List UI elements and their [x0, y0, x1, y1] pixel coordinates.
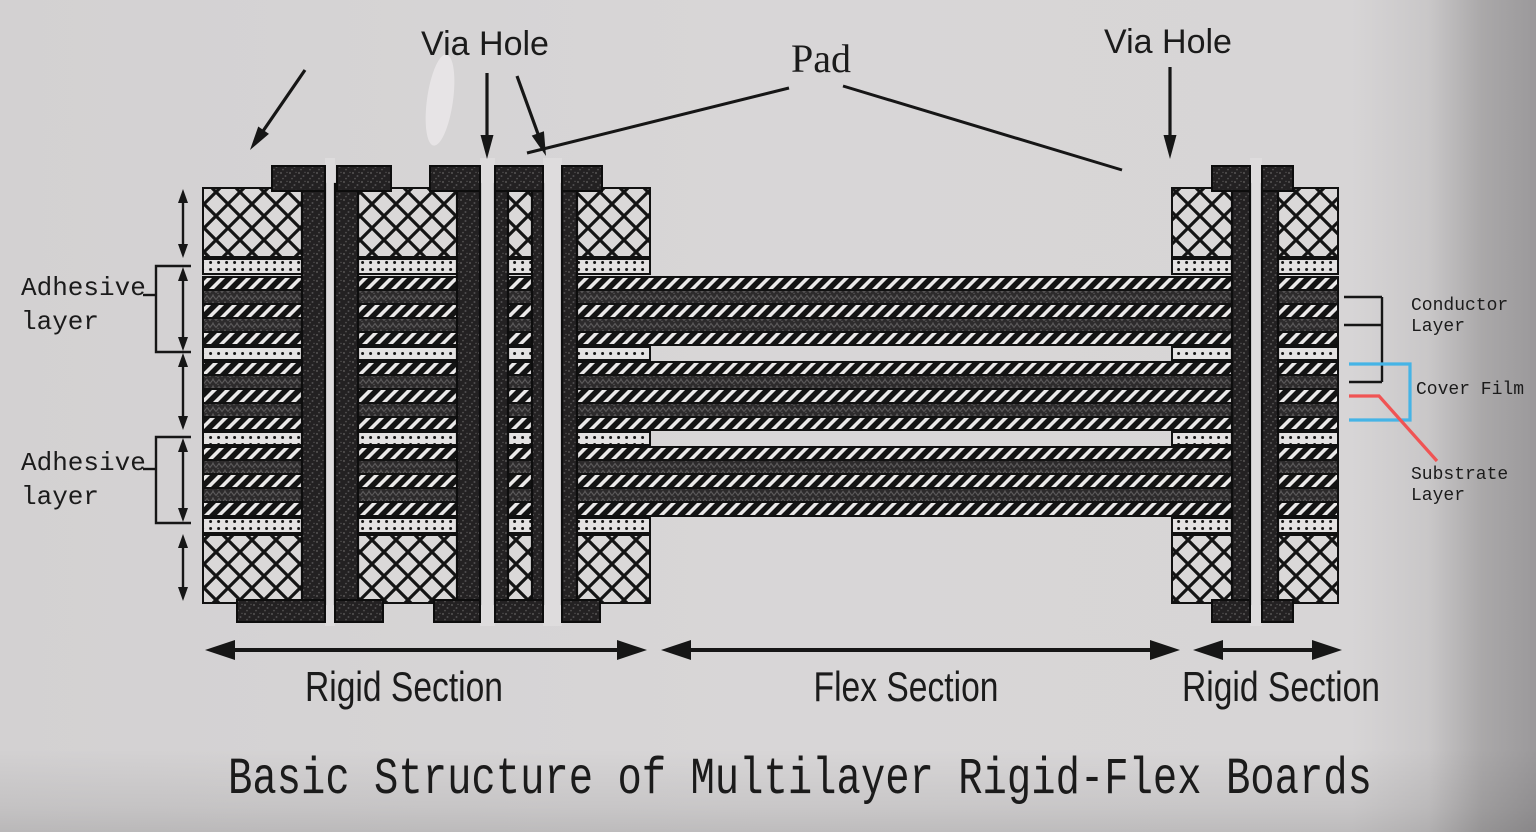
- flex-section-label: Flex Section: [813, 663, 999, 710]
- via-hole-label-right: Via Hole: [1104, 23, 1232, 61]
- conductor-layer-label: Conductor Layer: [1411, 296, 1509, 337]
- via-hole-label-left: Via Hole: [421, 25, 549, 63]
- page-title: Basic Structure of Multilayer Rigid-Flex…: [228, 750, 1372, 809]
- rigid-section-label-right: Rigid Section: [1182, 663, 1380, 710]
- cover-film-label: Cover Film: [1416, 380, 1525, 400]
- rigid-section-label-left: Rigid Section: [305, 663, 503, 710]
- adhesive-layer-label-top: Adhesive layer: [21, 273, 146, 337]
- pad-label: Pad: [791, 36, 851, 81]
- substrate-layer-label: Substrate Layer: [1411, 465, 1509, 506]
- adhesive-layer-label-bottom: Adhesive layer: [21, 448, 146, 512]
